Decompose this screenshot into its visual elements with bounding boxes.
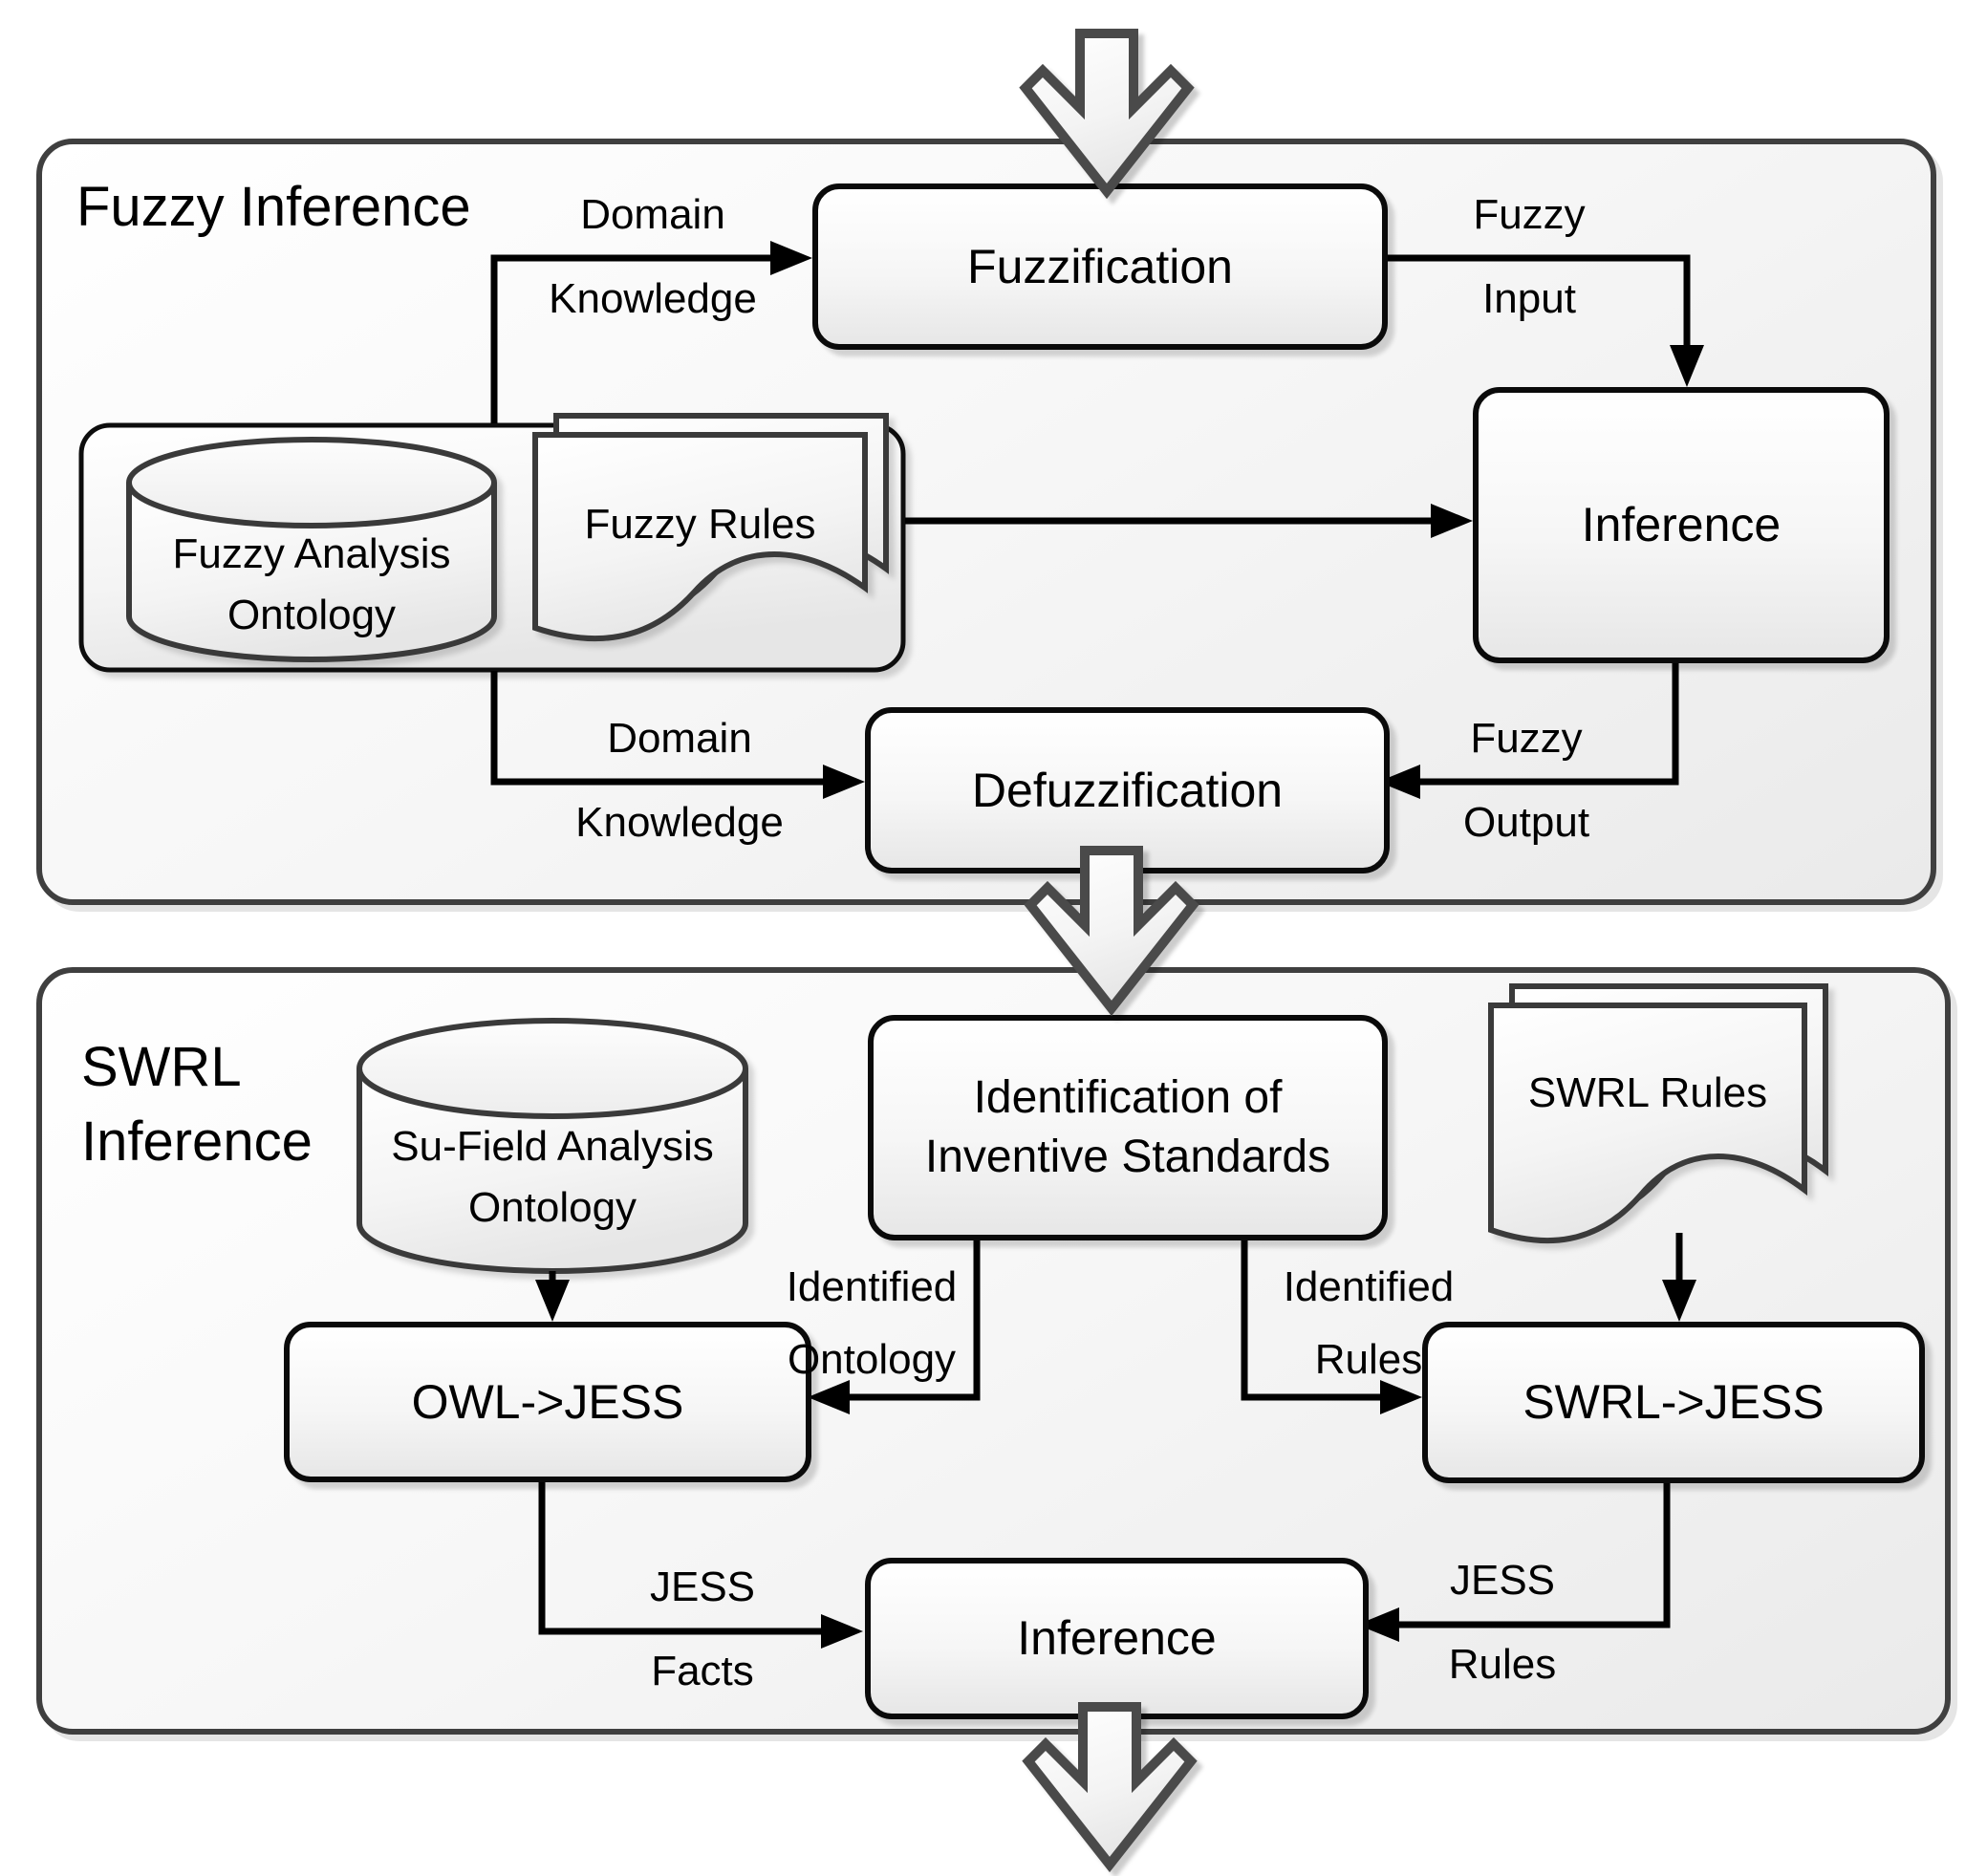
defuzzification-label: Defuzzification: [971, 763, 1284, 817]
arrow-domain-knowledge-to-defuzzification: [490, 671, 865, 799]
domain-knowledge-bottom-line2: Knowledge: [575, 799, 784, 846]
fuzzy-knowledge-group: [78, 422, 906, 673]
swrl-rules-document-icon: [1488, 983, 1828, 1244]
flow-down-arrow-top-icon: [1019, 29, 1195, 200]
fuzzy-inference-section: [36, 139, 1936, 905]
swrl-section-title: SWRL Inference: [81, 1030, 313, 1180]
swrl-inference-section: [36, 967, 1951, 1735]
arrow-swrlrules-to-swrljess: [1662, 1233, 1696, 1322]
owl-jess-box: OWL->JESS: [284, 1322, 811, 1482]
fuzzification-box: Fuzzification: [812, 183, 1388, 350]
inference-bottom-label: Inference: [1017, 1611, 1217, 1665]
fuzzy-output-line1: Fuzzy: [1470, 715, 1583, 762]
fuzzy-rules-label: Fuzzy Rules: [584, 501, 816, 548]
identification-label-line1: Identification of: [973, 1071, 1283, 1123]
owl-jess-label: OWL->JESS: [411, 1374, 684, 1429]
identification-label-line2: Inventive Standards: [924, 1132, 1331, 1182]
fuzzy-input-line1: Fuzzy: [1473, 191, 1586, 238]
sufield-ontology-label-line1: Su-Field Analysis: [391, 1123, 714, 1170]
identification-box: Identification of Inventive Standards: [868, 1015, 1388, 1240]
identified-ontology-line1: Identified: [786, 1263, 958, 1310]
identified-rules-line2: Rules: [1314, 1336, 1423, 1383]
flow-down-arrow-bottom-icon: [1022, 1702, 1198, 1873]
fuzzy-analysis-ontology-cylinder-icon: [126, 437, 497, 662]
fuzzification-label: Fuzzification: [967, 239, 1233, 293]
swrl-section-title-line2: Inference: [81, 1111, 313, 1174]
identified-rules-line1: Identified: [1283, 1263, 1455, 1310]
jess-facts-line2: Facts: [651, 1648, 754, 1694]
fuzzy-input-line2: Input: [1482, 275, 1576, 322]
domain-knowledge-top-line2: Knowledge: [549, 275, 757, 322]
fuzzy-ontology-label-line2: Ontology: [227, 591, 397, 638]
domain-knowledge-bottom-line1: Domain: [607, 715, 752, 762]
sufield-ontology-cylinder-icon: [356, 1018, 748, 1274]
fuzzy-ontology-label-line1: Fuzzy Analysis: [172, 530, 451, 577]
defuzzification-box: Defuzzification: [865, 707, 1390, 873]
swrl-jess-box: SWRL->JESS: [1422, 1322, 1925, 1483]
sufield-ontology-label: Su-Field Analysis Ontology: [359, 1116, 745, 1239]
arrow-knowledge-to-inference: [905, 504, 1473, 538]
inference-top-box: Inference: [1473, 387, 1890, 663]
arrow-domain-knowledge-to-fuzzification: [490, 241, 812, 423]
fuzzy-ontology-label: Fuzzy Analysis Ontology: [129, 524, 494, 646]
swrl-section-title-line1: SWRL: [81, 1036, 242, 1098]
arrow-fuzzy-input-to-inference: [1378, 254, 1704, 387]
flow-down-arrow-middle-icon: [1024, 846, 1199, 1017]
arrow-fuzzy-output-to-defuzzification: [1378, 654, 1679, 799]
jess-rules-line1: JESS: [1449, 1557, 1556, 1604]
swrl-jess-label: SWRL->JESS: [1523, 1375, 1825, 1429]
arrow-sufield-to-owljess: [535, 1271, 570, 1322]
arrow-identified-ontology-to-owljess: [808, 1230, 981, 1414]
arrow-jess-rules-to-inference: [1357, 1474, 1671, 1642]
inference-top-label: Inference: [1581, 498, 1782, 551]
sufield-ontology-label-line2: Ontology: [467, 1183, 637, 1231]
swrl-rules-label: SWRL Rules: [1527, 1069, 1768, 1116]
arrow-jess-facts-to-inference: [538, 1472, 863, 1649]
jess-rules-line2: Rules: [1448, 1641, 1557, 1688]
fuzzy-output-line2: Output: [1462, 799, 1590, 846]
fuzzy-section-title: Fuzzy Inference: [76, 176, 471, 238]
arrow-identified-rules-to-swrljess: [1241, 1230, 1422, 1414]
fuzzy-rules-document-icon: [532, 413, 889, 642]
identified-ontology-line2: Ontology: [787, 1336, 957, 1383]
inference-bottom-box: Inference: [865, 1558, 1369, 1719]
domain-knowledge-top-line1: Domain: [580, 191, 725, 238]
jess-facts-line1: JESS: [649, 1563, 756, 1610]
